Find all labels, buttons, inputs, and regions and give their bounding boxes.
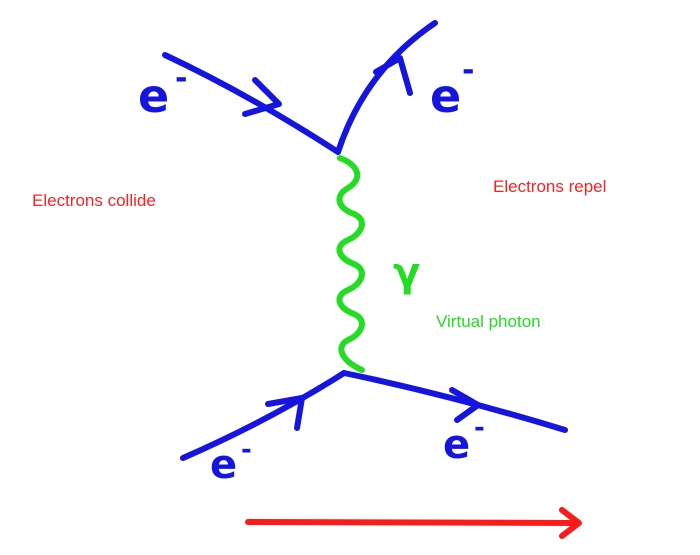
- top-outgoing-arrowhead: [373, 55, 413, 96]
- electron-minus-top-left: -: [175, 61, 187, 96]
- electrons-repel-caption: Electrons repel: [493, 177, 606, 196]
- top-incoming-electron-line: [162, 52, 341, 155]
- electron-minus-top-right: -: [462, 53, 474, 88]
- time-arrowhead: [559, 507, 582, 539]
- electron-label-top-right: e: [430, 69, 461, 123]
- electron-label-bottom-right: e: [443, 422, 470, 468]
- virtual-photon-caption: Virtual photon: [436, 312, 541, 331]
- electrons-collide-caption: Electrons collide: [32, 191, 156, 210]
- bottom-incoming-arrowhead: [265, 395, 305, 431]
- electron-label-top-left: e: [138, 69, 169, 123]
- electron-label-bottom-left: e: [210, 442, 237, 488]
- time-arrow-line: [245, 519, 579, 526]
- bottom-incoming-electron-line: [180, 370, 347, 461]
- bottom-outgoing-arrowhead: [449, 387, 481, 423]
- top-outgoing-electron-line: [335, 20, 438, 155]
- electron-minus-bottom-right: -: [474, 413, 485, 443]
- virtual-photon-wavy-line: [336, 155, 365, 373]
- top-incoming-arrowhead: [242, 77, 282, 117]
- bottom-outgoing-electron-line: [341, 370, 568, 433]
- electron-minus-bottom-left: -: [241, 435, 252, 465]
- photon-gamma-symbol: γ: [393, 250, 420, 296]
